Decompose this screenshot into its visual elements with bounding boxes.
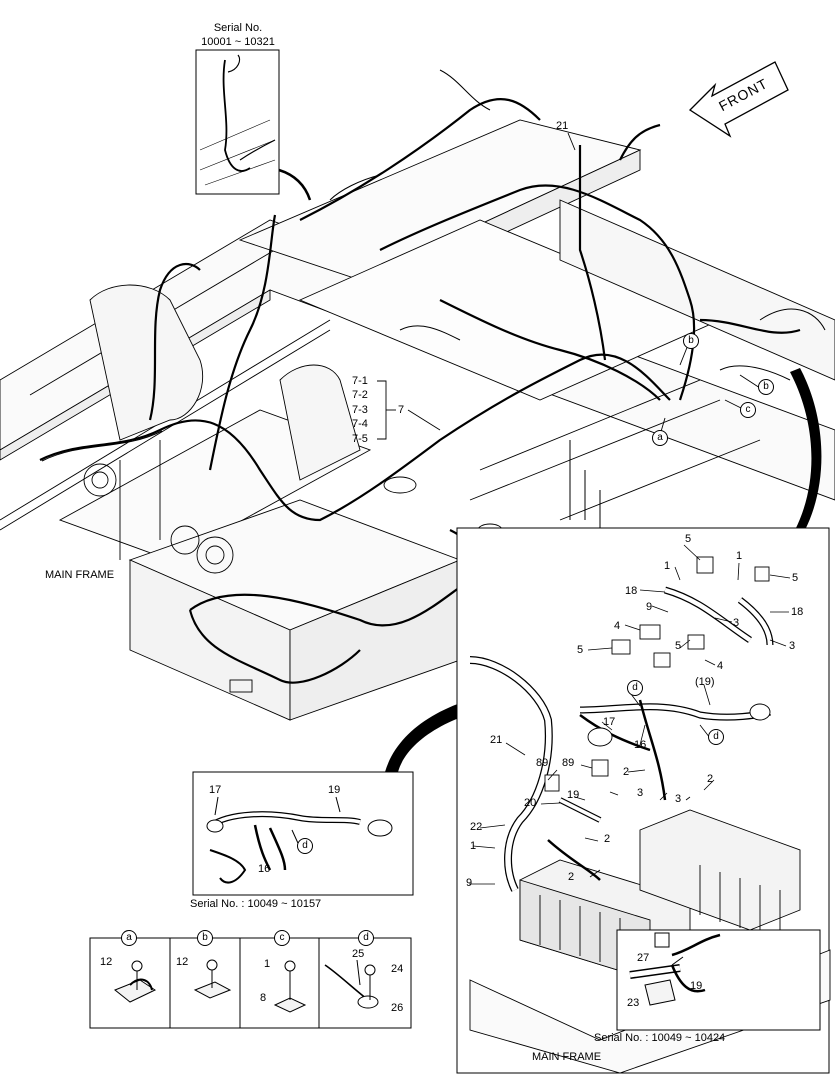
inset-mid-callout-19: 19 [328, 784, 341, 796]
batt-callout-2d: 2 [568, 871, 575, 883]
callout-circle-a1: a [652, 430, 668, 446]
serial-top-line1: Serial No. [213, 22, 263, 34]
batt-callout-4b: 4 [717, 660, 724, 672]
detail-circle-a: a [121, 930, 137, 946]
batt-callout-20: 20 [524, 797, 537, 809]
batt-callout-21: 21 [490, 734, 503, 746]
detail-b-callout-12: 12 [176, 956, 189, 968]
wiring-harness [39, 98, 801, 684]
detail-circle-b: b [197, 930, 213, 946]
batt-callout-18b: 18 [791, 606, 804, 618]
batt-callout-5c: 5 [577, 644, 584, 656]
batt-callout-2: 2 [623, 766, 630, 778]
pointer-arc-right [790, 368, 822, 530]
batt-callout-4: 4 [614, 620, 621, 632]
serial-bottom-right-label: Serial No. : 10049 ~ 10424 [594, 1032, 726, 1044]
batt-callout-circle-d2: d [708, 729, 724, 745]
batt-callout-3c: 3 [637, 787, 644, 799]
callout-7-5: 7-5 [352, 433, 368, 445]
serial-mid-label: Serial No. : 10049 ~ 10157 [190, 898, 322, 910]
batt-callout-89: 89 [536, 757, 549, 769]
inset-br-callout-27: 27 [637, 952, 650, 964]
inset-mid-callout-17: 17 [209, 784, 222, 796]
detail-c-callout-8: 8 [260, 992, 267, 1004]
inset-serial-mid [192, 771, 414, 896]
main-frame-drawing [0, 119, 835, 721]
callout-7-4: 7-4 [352, 418, 368, 430]
batt-callout-5b: 5 [792, 572, 799, 584]
leader-lines-main [377, 132, 761, 440]
detail-circle-d: d [358, 930, 374, 946]
battery-drawing [469, 556, 831, 1074]
batt-callout-19: 19 [567, 789, 580, 801]
callout-circle-c1: c [740, 402, 756, 418]
batt-callout-2b: 2 [707, 773, 714, 785]
batt-callout-9: 9 [646, 601, 653, 613]
serial-top-line2: 10001 ~ 10321 [201, 36, 275, 48]
detail-d-callout-24: 24 [391, 963, 404, 975]
callout-7: 7 [398, 404, 405, 416]
batt-callout-5d: 5 [675, 640, 682, 652]
detail-box [89, 937, 412, 1029]
callout-7-2: 7-2 [352, 389, 368, 401]
callout-21-top: 21 [556, 120, 569, 132]
batt-callout-1: 1 [664, 560, 671, 572]
callout-7-3: 7-3 [352, 404, 368, 416]
batt-callout-1c: 1 [470, 840, 477, 852]
front-arrow [688, 61, 789, 138]
batt-callout-3: 3 [733, 617, 740, 629]
main-frame-left-label: MAIN FRAME [45, 569, 115, 581]
batt-callout-19-paren: (19) [695, 676, 715, 688]
batt-callout-circle-d1: d [627, 680, 643, 696]
batt-callout-89b: 89 [562, 757, 575, 769]
batt-callout-18: 18 [625, 585, 638, 597]
inset-mid-callout-circle-d: d [297, 838, 313, 854]
batt-callout-3d: 3 [675, 793, 682, 805]
detail-d-callout-25: 25 [352, 948, 365, 960]
batt-callout-3b: 3 [789, 640, 796, 652]
callout-7-1: 7-1 [352, 375, 368, 387]
wiring-harness-detail [41, 69, 826, 540]
leader-lines-battery [469, 544, 791, 885]
callout-circle-b1: b [683, 333, 699, 349]
detail-a-callout-12: 12 [100, 956, 113, 968]
detail-d-callout-26: 26 [391, 1002, 404, 1014]
inset-br-callout-19: 19 [690, 980, 703, 992]
batt-callout-16: 16 [634, 739, 647, 751]
main-frame-right-label: MAIN FRAME [532, 1051, 602, 1063]
inset-serial-bottom-right [616, 929, 821, 1031]
inset-serial-top [195, 49, 312, 201]
batt-callout-9b: 9 [466, 877, 473, 889]
batt-callout-17: 17 [603, 716, 616, 728]
inset-mid-callout-16: 16 [258, 863, 271, 875]
detail-c-callout-1: 1 [264, 958, 271, 970]
batt-callout-22: 22 [470, 821, 483, 833]
detail-circle-c: c [274, 930, 290, 946]
batt-callout-2c: 2 [604, 833, 611, 845]
inset-br-callout-23: 23 [627, 997, 640, 1009]
callout-circle-b2: b [758, 379, 774, 395]
batt-callout-1b: 1 [736, 550, 743, 562]
batt-callout-5: 5 [685, 533, 692, 545]
